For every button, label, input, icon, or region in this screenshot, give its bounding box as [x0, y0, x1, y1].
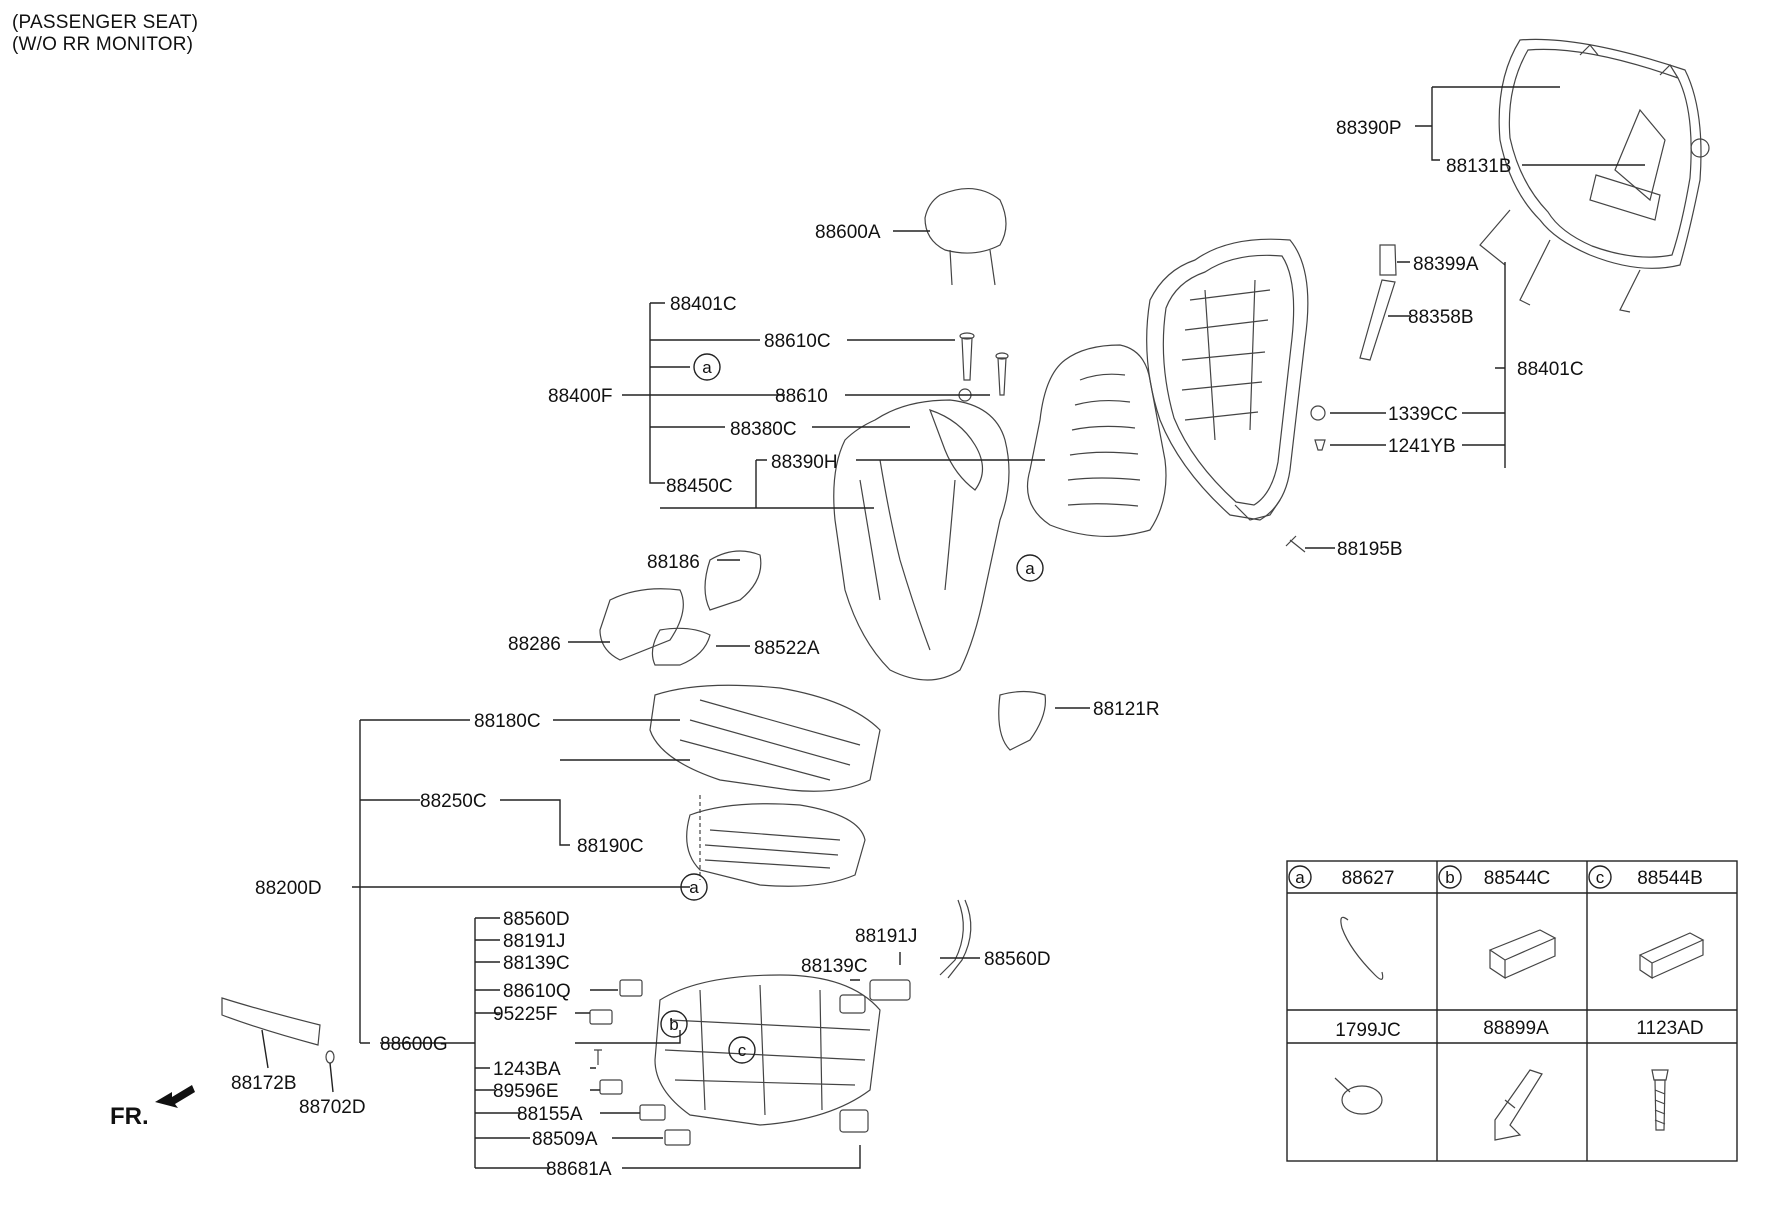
- callout-88286: 88286: [508, 634, 561, 655]
- side-trims: [599, 550, 762, 666]
- callout-88191j-part: 88191J: [855, 926, 917, 947]
- callout-89596e: 89596E: [493, 1081, 559, 1102]
- headrest: [924, 187, 1007, 286]
- header-line-1: (PASSENGER SEAT): [12, 12, 199, 33]
- legend-marker-b: b: [1445, 868, 1454, 887]
- legend-icon-88899a-bracket: [1494, 1069, 1543, 1141]
- callout-88390p: 88390P: [1336, 118, 1402, 139]
- callout-88610c: 88610C: [764, 331, 831, 352]
- marker-a-2: a: [1025, 559, 1035, 578]
- callout-95225f: 95225F: [493, 1004, 557, 1025]
- callout-88121r: 88121R: [1093, 699, 1160, 720]
- marker-a-3: a: [689, 878, 699, 897]
- callout-88390h: 88390H: [771, 452, 838, 473]
- callout-88180c: 88180C: [474, 711, 541, 732]
- lumbar-strap: [1359, 244, 1397, 361]
- cushion-pad: [686, 795, 866, 887]
- callout-88702d: 88702D: [299, 1097, 366, 1118]
- leader-lines: [261, 86, 1645, 1169]
- legend-part-88899a: 88899A: [1483, 1018, 1549, 1039]
- callout-88681a: 88681A: [546, 1159, 612, 1180]
- seatback-frame: [1146, 238, 1309, 521]
- callout-88401c-right: 88401C: [1517, 359, 1584, 380]
- callout-1243ba: 1243BA: [493, 1059, 561, 1080]
- callout-88131b: 88131B: [1446, 156, 1512, 177]
- callout-88560d-list: 88560D: [503, 909, 570, 930]
- seatback-cover: [833, 388, 1010, 681]
- callout-88509a: 88509A: [532, 1129, 598, 1150]
- callout-88250c: 88250C: [420, 791, 487, 812]
- callout-88139c-list: 88139C: [503, 953, 570, 974]
- seatback-pad: [1026, 344, 1167, 538]
- legend-part-1123ad: 1123AD: [1636, 1018, 1703, 1039]
- legend-marker-c: c: [1596, 868, 1605, 887]
- callout-88139c-part: 88139C: [801, 956, 868, 977]
- fasteners: [1285, 405, 1326, 553]
- seatback-rear-cover: [1479, 38, 1710, 313]
- callout-88450c: 88450C: [666, 476, 733, 497]
- callout-88380c: 88380C: [730, 419, 797, 440]
- callout-88600a: 88600A: [815, 222, 881, 243]
- callout-88401c-left: 88401C: [670, 294, 737, 315]
- scuff-plate: [221, 997, 335, 1064]
- legend-part-1799jc: 1799JC: [1335, 1020, 1401, 1041]
- callout-labels: 88390P 88131B 88600A 88401C 88610C 88400…: [231, 118, 1584, 1180]
- callout-1339cc: 1339CC: [1388, 404, 1458, 425]
- headrest-guides: [959, 332, 1009, 396]
- callout-88155a: 88155A: [517, 1104, 583, 1125]
- callout-88610q: 88610Q: [503, 981, 571, 1002]
- shield-88121r: [998, 690, 1047, 751]
- callout-88399a: 88399A: [1413, 254, 1479, 275]
- callout-88610: 88610: [775, 386, 828, 407]
- callout-88172b: 88172B: [231, 1073, 297, 1094]
- front-label: FR.: [110, 1103, 149, 1130]
- marker-c: c: [738, 1041, 747, 1060]
- header-line-2: (W/O RR MONITOR): [12, 34, 194, 55]
- callout-88200d: 88200D: [255, 878, 322, 899]
- seat-components: [589, 899, 972, 1146]
- legend-icon-1799jc-tie: [1334, 1077, 1383, 1115]
- legend-icon-88544c-clip: [1488, 929, 1557, 980]
- marker-b: b: [669, 1015, 678, 1034]
- callout-88400f: 88400F: [548, 386, 612, 407]
- callout-88190c: 88190C: [577, 836, 644, 857]
- legend-part-88627: 88627: [1342, 868, 1395, 889]
- callout-88358b: 88358B: [1408, 307, 1474, 328]
- callout-88600g: 88600G: [380, 1034, 448, 1055]
- callout-88191j-list: 88191J: [503, 931, 565, 952]
- legend-table: a 88627 b 88544C c 88544B 1799JC 88899A …: [1286, 860, 1738, 1162]
- callout-88522a: 88522A: [754, 638, 820, 659]
- front-arrow: FR.: [110, 1085, 195, 1130]
- marker-a-1: a: [702, 358, 712, 377]
- legend-icon-88627-clip: [1340, 916, 1384, 980]
- circle-markers: a a a b c: [660, 353, 1044, 1064]
- cushion-cover: [649, 684, 881, 792]
- callout-88195b: 88195B: [1337, 539, 1403, 560]
- legend-marker-a: a: [1295, 868, 1305, 887]
- callout-1241yb: 1241YB: [1388, 436, 1456, 457]
- seat-track-frame: [654, 974, 881, 1126]
- callout-88560d-part: 88560D: [984, 949, 1051, 970]
- legend-part-88544b: 88544B: [1637, 868, 1703, 889]
- legend-icon-88544b-clip: [1638, 932, 1705, 980]
- callout-88186: 88186: [647, 552, 700, 573]
- legend-part-88544c: 88544C: [1484, 868, 1551, 889]
- legend-icon-1123ad-bolt: [1651, 1069, 1669, 1131]
